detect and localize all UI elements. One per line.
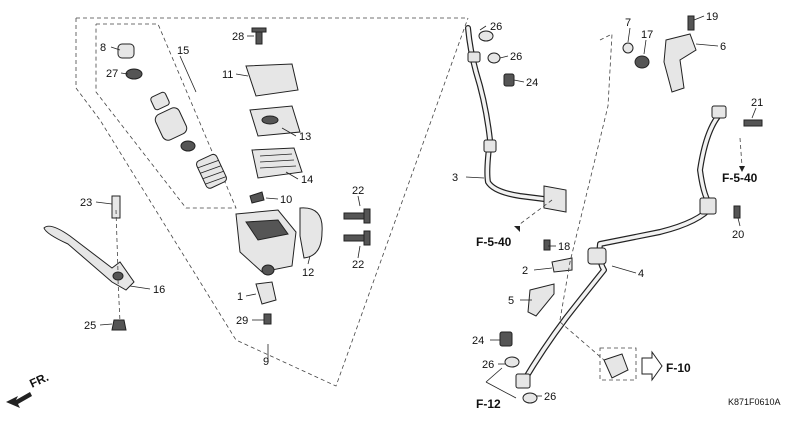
f540-left-arrowhead bbox=[514, 226, 520, 232]
callout-7: 7 bbox=[625, 17, 631, 29]
f540-right-arrowhead bbox=[739, 166, 745, 172]
ref-f10: F-10 bbox=[666, 361, 691, 375]
master-cylinder-outline bbox=[75, 17, 469, 387]
callout-25: 25 bbox=[84, 320, 96, 332]
callout-24-upper: 24 bbox=[526, 77, 538, 89]
callout-8: 8 bbox=[100, 42, 106, 54]
piston-set bbox=[117, 43, 228, 189]
callout-28: 28 bbox=[232, 31, 244, 43]
callout-18: 18 bbox=[558, 241, 570, 253]
boot-pin bbox=[249, 191, 265, 204]
callout-26-bottom: 26 bbox=[544, 391, 556, 403]
clamp-bolts bbox=[343, 208, 371, 246]
reservoir-cap-parts bbox=[245, 27, 303, 179]
callout-27: 27 bbox=[106, 68, 118, 80]
hose-hardware bbox=[478, 15, 763, 404]
callout-2: 2 bbox=[522, 265, 528, 277]
callout-26-upper: 26 bbox=[510, 51, 522, 63]
callout-23: 23 bbox=[80, 197, 92, 209]
callout-29: 29 bbox=[236, 315, 248, 327]
callout-14: 14 bbox=[301, 174, 313, 186]
callout-13: 13 bbox=[299, 131, 311, 143]
callout-19: 19 bbox=[706, 11, 718, 23]
callout-labels: 8 27 15 28 11 13 14 10 12 1 29 9 23 16 2… bbox=[80, 11, 763, 403]
callout-6: 6 bbox=[720, 41, 726, 53]
callout-5: 5 bbox=[508, 295, 514, 307]
direction-label: FR. bbox=[27, 370, 50, 391]
callout-22-upper: 22 bbox=[352, 185, 364, 197]
callout-15: 15 bbox=[177, 45, 189, 57]
holder-clamp bbox=[299, 207, 323, 259]
brake-lever bbox=[43, 195, 135, 331]
callout-22-lower: 22 bbox=[352, 259, 364, 271]
master-cylinder-body bbox=[235, 209, 297, 276]
callout-24-lower: 24 bbox=[472, 335, 484, 347]
callout-9: 9 bbox=[263, 356, 269, 368]
callout-21: 21 bbox=[751, 97, 763, 109]
front-arrow-icon bbox=[6, 392, 32, 408]
callout-10: 10 bbox=[280, 194, 292, 206]
callout-12: 12 bbox=[302, 267, 314, 279]
leader-lines bbox=[95, 15, 757, 399]
callout-16: 16 bbox=[153, 284, 165, 296]
callout-26-lower: 26 bbox=[482, 359, 494, 371]
callout-11: 11 bbox=[222, 69, 233, 81]
reference-labels: F-5-40 F-5-40 F-10 F-12 bbox=[476, 171, 758, 411]
callout-17: 17 bbox=[641, 29, 653, 41]
callout-26-top: 26 bbox=[490, 21, 502, 33]
switch-screw bbox=[263, 313, 272, 325]
callout-1: 1 bbox=[237, 291, 243, 303]
f10-arrow bbox=[599, 347, 663, 382]
ref-f12: F-12 bbox=[476, 397, 501, 411]
ref-f540-left: F-5-40 bbox=[476, 235, 512, 249]
callout-4: 4 bbox=[638, 268, 644, 280]
brake-hose-lower bbox=[515, 105, 727, 389]
ref-f540-right: F-5-40 bbox=[722, 171, 758, 185]
callout-20: 20 bbox=[732, 229, 744, 241]
stop-switch bbox=[255, 281, 277, 305]
brake-hose-upper bbox=[465, 25, 567, 213]
callout-3: 3 bbox=[452, 172, 458, 184]
diagram-code: K871F0610A bbox=[728, 397, 781, 407]
